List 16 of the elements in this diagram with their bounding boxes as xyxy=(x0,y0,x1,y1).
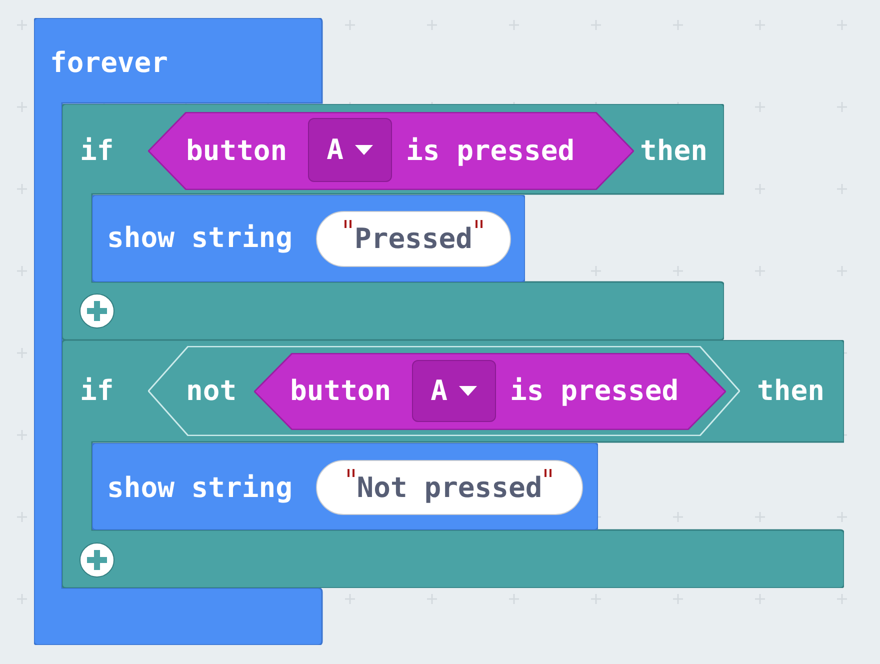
block-label: forever xyxy=(50,45,168,81)
block-label: button xyxy=(290,373,392,409)
block-label: if xyxy=(80,133,114,169)
block-label: then xyxy=(640,133,708,169)
text-field: Pressed xyxy=(316,211,511,267)
block-label: is pressed xyxy=(406,133,575,169)
block-label: if xyxy=(80,373,114,409)
block-label: is pressed xyxy=(510,373,679,409)
block-label: then xyxy=(757,373,824,409)
block-label: not xyxy=(186,373,237,409)
block-label: show string xyxy=(107,220,292,256)
block-label: show string xyxy=(107,470,292,506)
block-label: button xyxy=(186,133,288,169)
text-field: Not pressed xyxy=(316,460,583,515)
dropdown: A xyxy=(308,118,392,182)
dropdown: A xyxy=(412,360,496,422)
